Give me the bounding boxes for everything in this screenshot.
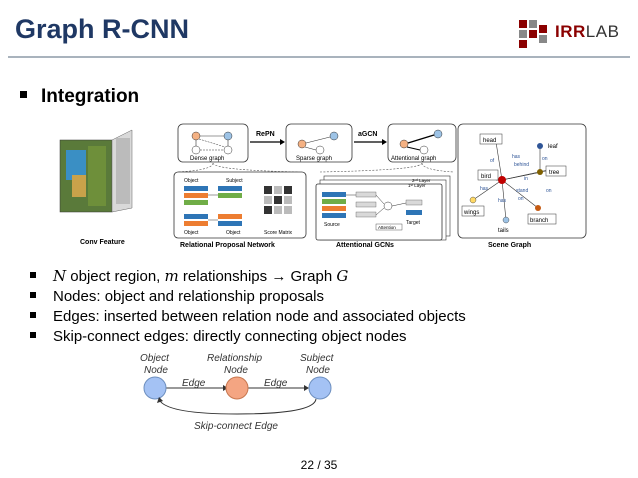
target-label: Target bbox=[406, 220, 421, 226]
scene-edge-has-2: has bbox=[480, 186, 489, 192]
logo-text: IRRLAB bbox=[555, 22, 619, 42]
logo-square bbox=[519, 20, 527, 28]
logo-square bbox=[519, 30, 527, 38]
scene-edge-has-3: has bbox=[498, 198, 507, 204]
conv-feature-label: Conv Feature bbox=[80, 239, 125, 246]
rpn-caption: Relational Proposal Network bbox=[180, 242, 275, 249]
rpn-object-label-bottom: Object bbox=[184, 230, 199, 236]
subject-node-label-line1: Subject bbox=[300, 353, 335, 364]
layer1-label: 1ˢᵗ Layer bbox=[408, 183, 426, 188]
logo-square bbox=[539, 25, 547, 33]
relationship-node-label-line2: Node bbox=[224, 365, 248, 376]
rpn-object-label: Object bbox=[184, 178, 199, 184]
scene-edge-on: on bbox=[542, 156, 548, 162]
scene-node-leaf: leaf bbox=[548, 144, 558, 150]
agcn-label: aGCN bbox=[358, 131, 377, 138]
rpn-subject-label: Subject bbox=[226, 178, 243, 184]
attentional-gcns-caption: Attentional GCNs bbox=[336, 242, 394, 249]
scene-edge-behind: behind bbox=[514, 162, 529, 168]
dense-graph-label: Dense graph bbox=[190, 156, 224, 162]
logo-square bbox=[529, 20, 537, 28]
object-node bbox=[143, 376, 167, 400]
bullet-square-icon bbox=[30, 272, 36, 279]
skip-connect-label: Skip-connect Edge bbox=[194, 421, 278, 432]
section-heading: Integration bbox=[20, 86, 139, 108]
bullet-text: Nodes: object and relationship proposals bbox=[53, 288, 325, 305]
logo-text-main: IRR bbox=[555, 22, 586, 41]
math-var-m: m bbox=[164, 267, 179, 285]
scene-edge-stand: stand bbox=[516, 188, 528, 194]
scene-node-tree: tree bbox=[549, 170, 560, 176]
bullet-square-icon bbox=[30, 292, 36, 299]
scene-edge-on-3: on bbox=[546, 188, 552, 194]
bullet-item: Nodes: object and relationship proposals bbox=[30, 287, 466, 307]
logo-text-lab: LAB bbox=[585, 22, 620, 41]
rpn-object-label-bottom-2: Object bbox=[226, 230, 241, 236]
bullet-text: Skip-connect edges: directly connecting … bbox=[53, 328, 407, 345]
logo-square bbox=[519, 40, 527, 48]
logo-square bbox=[529, 30, 537, 38]
node-edge-diagram: Object Node Relationship Node Subject No… bbox=[140, 353, 335, 432]
page-number: 22 / 35 bbox=[300, 458, 338, 472]
slide-title: Graph R-CNN bbox=[15, 14, 189, 44]
bullet-list: N object region, m relationships → Graph… bbox=[30, 266, 466, 347]
conv-feature-image bbox=[59, 129, 133, 213]
graph-rcnn-architecture-figure: Conv Feature Dense graph RePN Sparse gra… bbox=[59, 123, 587, 249]
scene-node-bird: bird bbox=[481, 174, 491, 180]
attentional-graph-label: Attentional graph bbox=[391, 156, 436, 162]
score-matrix-label: Score Matrix bbox=[264, 230, 293, 236]
bullet-square-icon bbox=[20, 91, 27, 99]
object-node-label-line1: Object bbox=[140, 353, 170, 364]
bullet-item: Edges: inserted between relation node an… bbox=[30, 307, 466, 327]
scene-node-tails: tails bbox=[498, 228, 509, 234]
attention-label: Attention bbox=[378, 225, 396, 230]
edge-right-label: Edge bbox=[264, 378, 288, 389]
scene-edge-of: of bbox=[490, 158, 495, 164]
scene-graph-caption: Scene Graph bbox=[488, 242, 531, 249]
math-var-n: N bbox=[53, 267, 67, 285]
scene-edge-has: has bbox=[512, 154, 521, 160]
object-node-label-line2: Node bbox=[144, 365, 168, 376]
bullet-item: Skip-connect edges: directly connecting … bbox=[30, 327, 466, 347]
bullet-square-icon bbox=[30, 312, 36, 319]
layer2-label: 2ⁿᵈ Layer bbox=[412, 178, 431, 183]
relationship-node-label-line1: Relationship bbox=[207, 353, 262, 364]
title-divider bbox=[8, 56, 630, 58]
bullet-item: N object region, m relationships → Graph… bbox=[30, 266, 466, 287]
sparse-graph-label: Sparse graph bbox=[296, 156, 332, 162]
scene-center-node bbox=[498, 176, 506, 184]
subject-node-label-line2: Node bbox=[306, 365, 330, 376]
relationship-node bbox=[225, 376, 249, 400]
bullet-text: relationships → Graph bbox=[178, 268, 337, 285]
repn-label: RePN bbox=[256, 131, 275, 138]
source-label: Source bbox=[324, 222, 340, 228]
irrlab-logo: IRRLAB bbox=[519, 18, 625, 48]
scene-node-wings: wings bbox=[463, 210, 479, 216]
scene-node-branch: branch bbox=[530, 218, 548, 224]
math-var-g: G bbox=[336, 267, 349, 285]
edge-left-label: Edge bbox=[182, 378, 206, 389]
scene-edge-in: in bbox=[524, 176, 528, 182]
subject-node bbox=[308, 376, 332, 400]
attentional-gcns-box bbox=[315, 183, 443, 241]
logo-square bbox=[539, 35, 547, 43]
bullet-text: object region, bbox=[66, 268, 165, 285]
skip-connect-edge bbox=[159, 398, 317, 415]
bullet-square-icon bbox=[30, 332, 36, 339]
scene-edge-on-2: on bbox=[518, 196, 524, 202]
scene-graph-box bbox=[457, 123, 587, 239]
bullet-text: Edges: inserted between relation node an… bbox=[53, 308, 466, 325]
scene-node-head: head bbox=[483, 138, 496, 144]
section-heading-text: Integration bbox=[41, 86, 140, 107]
